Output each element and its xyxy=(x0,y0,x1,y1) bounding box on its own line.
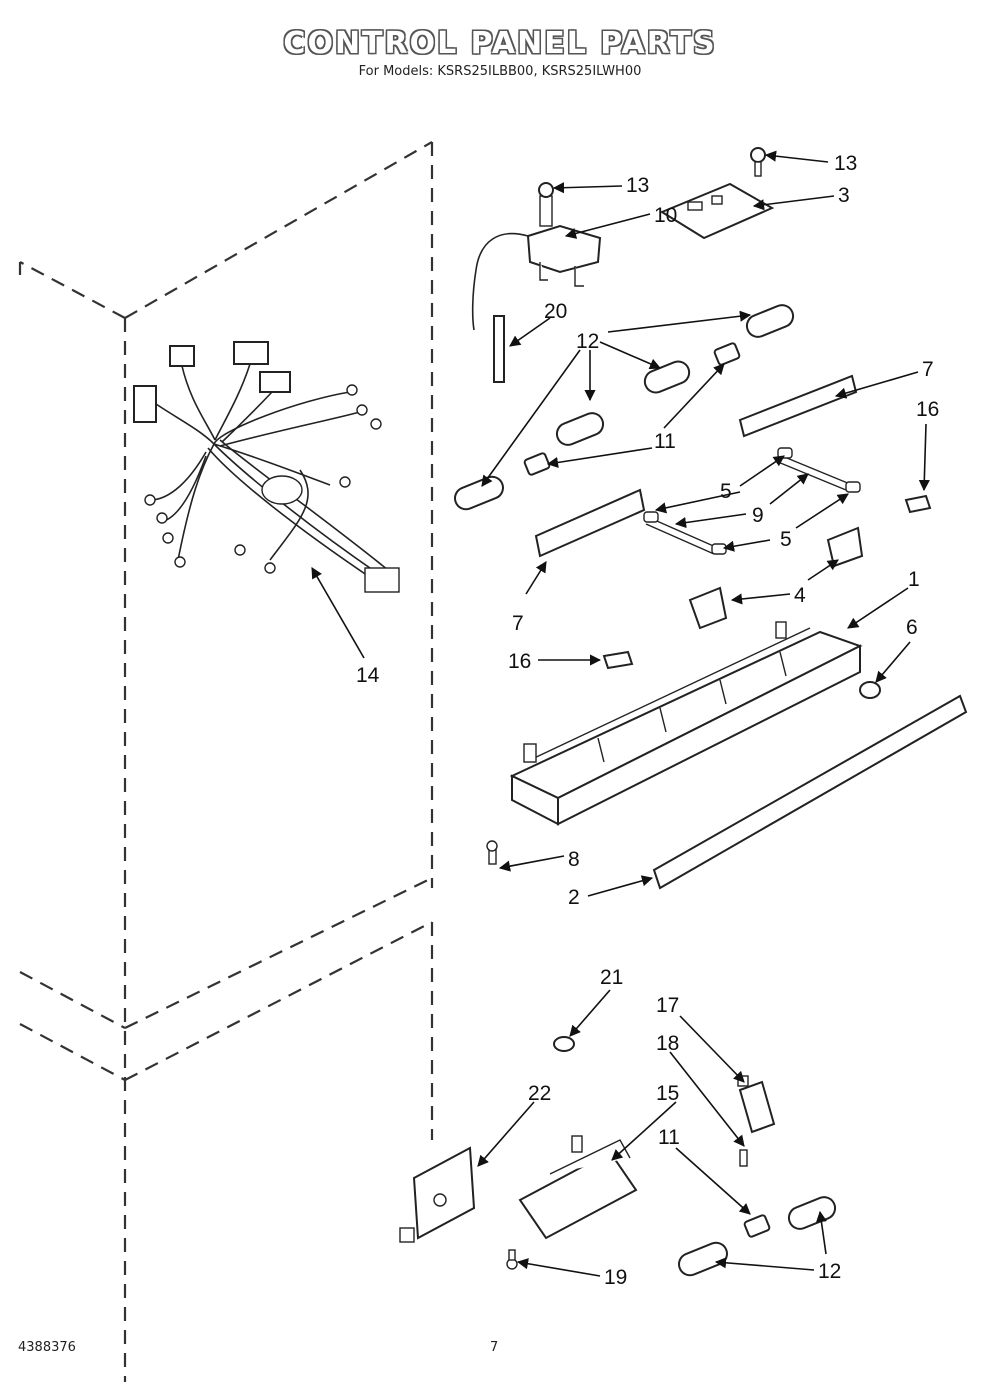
rod-part xyxy=(643,447,861,555)
callout-11: 11 xyxy=(654,430,676,453)
control-housing-part xyxy=(509,621,863,826)
cabinet-outline xyxy=(18,141,434,1382)
page-title: CONTROL PANEL PARTS xyxy=(283,26,717,61)
callout-5: 5 xyxy=(720,480,732,503)
switch-part xyxy=(737,1075,776,1134)
document-number: 4388376 xyxy=(18,1340,76,1355)
bulb-socket-part xyxy=(523,342,741,476)
callout-6: 6 xyxy=(906,616,918,639)
callout-16: 16 xyxy=(916,398,939,421)
screw-part xyxy=(486,840,498,865)
callout-10: 10 xyxy=(654,204,677,227)
light-bulb-part xyxy=(454,304,795,511)
callout-1: 1 xyxy=(908,568,920,591)
callout-7: 7 xyxy=(922,358,934,381)
callout-3: 3 xyxy=(838,184,850,207)
tube-part xyxy=(493,315,505,383)
control-thermostat-part xyxy=(471,182,602,331)
callout-12: 12 xyxy=(818,1260,841,1283)
lens-strip-part xyxy=(534,374,858,558)
circuit-board-part xyxy=(659,182,775,240)
mounting-plate-part xyxy=(399,1146,476,1243)
callout-21: 21 xyxy=(600,966,623,989)
bracket-part xyxy=(688,526,864,630)
callout-22: 22 xyxy=(528,1082,551,1105)
knob-part xyxy=(859,681,881,699)
small-clip-part xyxy=(553,1036,575,1052)
screw-part xyxy=(750,147,766,177)
callout-8: 8 xyxy=(568,848,580,871)
callout-12: 12 xyxy=(576,330,599,353)
callout-17: 17 xyxy=(656,994,679,1017)
callout-20: 20 xyxy=(544,300,567,323)
callout-15: 15 xyxy=(656,1082,679,1105)
screw-part xyxy=(739,1149,748,1167)
callout-19: 19 xyxy=(604,1266,627,1289)
callout-18: 18 xyxy=(656,1032,679,1055)
leader-lines xyxy=(311,150,930,1277)
callout-14: 14 xyxy=(356,664,380,687)
bulb-socket-part xyxy=(743,1214,771,1238)
clip-part xyxy=(602,494,932,670)
callout-7: 7 xyxy=(512,612,524,635)
callout-11: 11 xyxy=(658,1126,680,1149)
callout-9: 9 xyxy=(752,504,764,527)
wiring-harness-part xyxy=(133,341,400,593)
model-list: For Models: KSRS25ILBB00, KSRS25ILWH00 xyxy=(358,64,642,79)
trim-strip-part xyxy=(652,694,968,890)
callout-labels: 13 10 13 3 20 12 7 16 11 5 9 5 4 1 7 16 … xyxy=(356,152,939,1289)
callout-13: 13 xyxy=(626,174,649,197)
callout-16: 16 xyxy=(508,650,531,673)
screw-part xyxy=(506,1249,518,1270)
callout-5: 5 xyxy=(780,528,792,551)
callout-13: 13 xyxy=(834,152,857,175)
callout-2: 2 xyxy=(568,886,580,909)
callout-4: 4 xyxy=(794,584,806,607)
light-bulb-part xyxy=(678,1196,837,1277)
page-number: 7 xyxy=(490,1340,499,1355)
light-shield-part xyxy=(518,1135,638,1240)
